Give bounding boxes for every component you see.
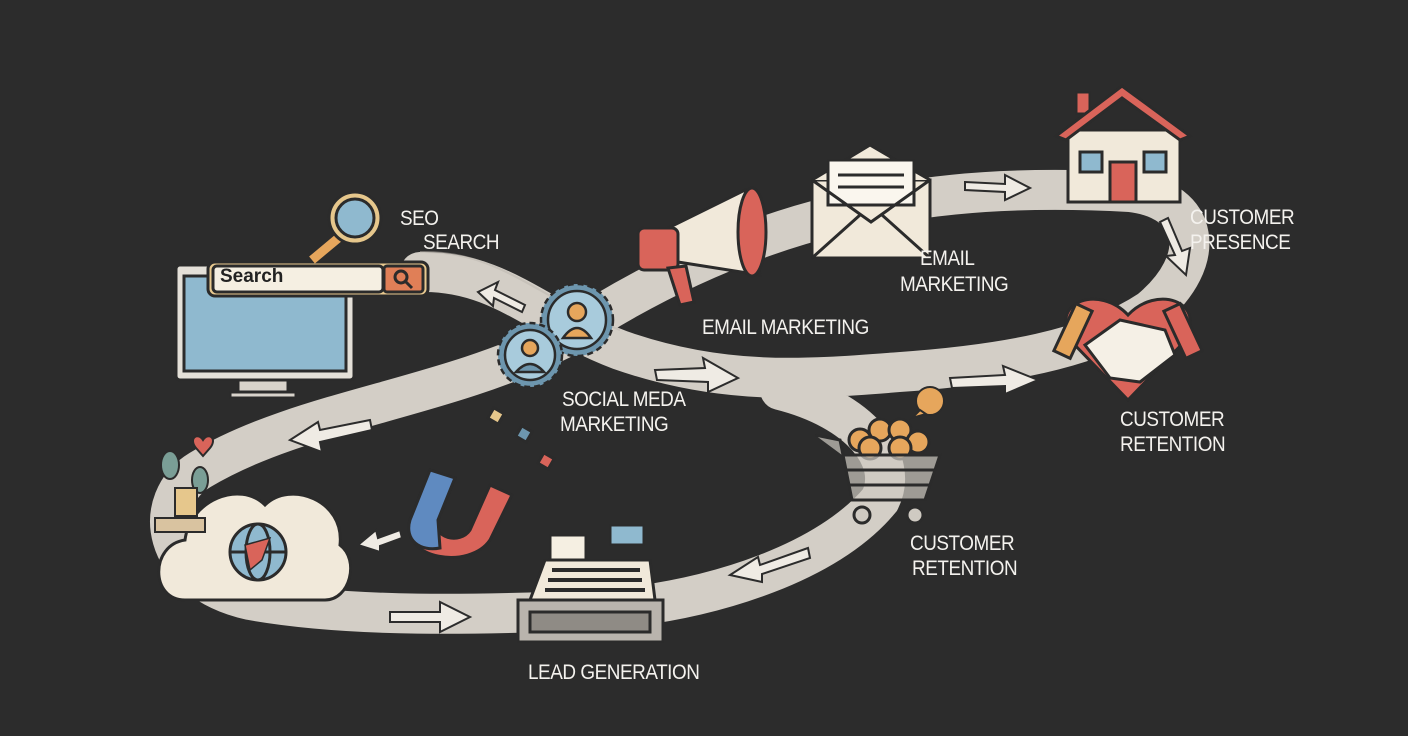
search-bar-icon (206, 260, 430, 298)
magnet-icon (407, 405, 557, 559)
arrow-icon (287, 418, 374, 454)
arrow-icon (1158, 216, 1192, 278)
cloud-globe-icon (157, 492, 353, 602)
label-email-marketing: EMAIL MARKETING (702, 316, 869, 339)
arrow-icon (476, 279, 527, 314)
label-email-top: EMAIL (920, 247, 975, 270)
label-social-marketing: MARKETING (560, 413, 669, 436)
label-retention-right-1: CUSTOMER (1120, 408, 1225, 431)
label-customer-presence-1: CUSTOMER (1190, 206, 1295, 229)
arrow-icon (389, 600, 473, 634)
label-seo: SEO (400, 207, 439, 230)
label-retention-cart-2: RETENTION (912, 557, 1018, 580)
arrow-icon (727, 546, 812, 584)
label-retention-cart-1: CUSTOMER (910, 532, 1015, 555)
cash-register-icon (516, 523, 665, 644)
arrow-icon (653, 356, 741, 394)
arrow-icon (948, 364, 1041, 396)
search-box-text: Search (220, 266, 284, 287)
label-search: SEARCH (423, 231, 500, 254)
arrow-icon (964, 173, 1033, 202)
social-gears-icon (496, 282, 615, 389)
chat-bubble-icon (908, 386, 945, 421)
heart-handshake-icon (1051, 297, 1205, 403)
label-lead-generation: LEAD GENERATION (528, 661, 700, 684)
plant-heart-icon (154, 435, 214, 533)
flow-arrows (287, 173, 1192, 634)
label-marketing-top: MARKETING (900, 273, 1009, 296)
megaphone-icon (636, 186, 768, 307)
shopping-cart-icon (814, 417, 943, 525)
magnifier-icon (309, 190, 383, 264)
house-icon (1052, 84, 1194, 204)
label-retention-right-2: RETENTION (1120, 433, 1226, 456)
arrow-icon (355, 528, 404, 554)
label-customer-presence-2: PRESENCE (1190, 231, 1291, 254)
envelope-icon (810, 143, 932, 260)
label-social-media: SOCIAL MEDA (562, 388, 686, 411)
